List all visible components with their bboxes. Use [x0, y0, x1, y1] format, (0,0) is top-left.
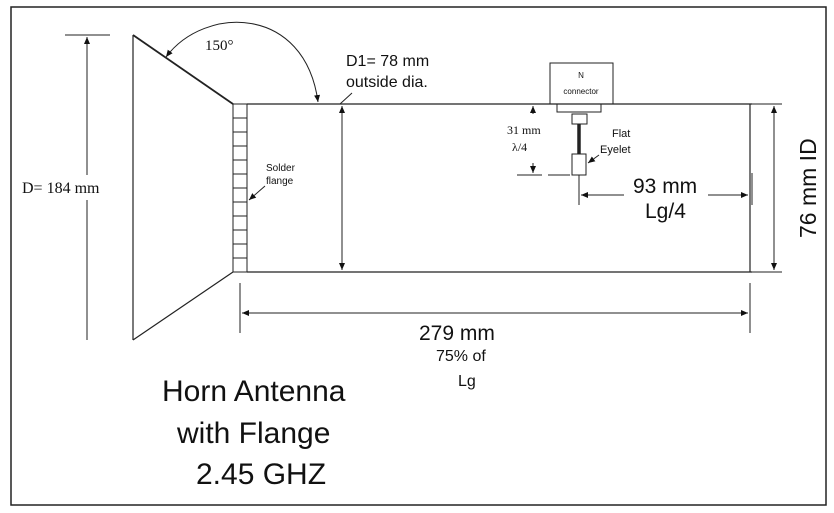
probe-offset-label: 93 mm — [633, 175, 697, 198]
title-line-3: 2.45 GHZ — [196, 458, 326, 491]
eyelet-label-sub: Eyelet — [600, 144, 631, 156]
flat-eyelet — [571, 153, 587, 176]
angle-label: 150° — [205, 38, 234, 54]
length-label: 279 mm — [419, 322, 495, 345]
solder-label-sub: flange — [266, 176, 294, 187]
d-label: D= 184 mm — [22, 180, 100, 197]
d1-leader — [339, 92, 353, 105]
title-line-2: with Flange — [176, 417, 330, 450]
title-line-1: Horn Antenna — [162, 375, 346, 408]
length-label-lg: Lg — [458, 373, 476, 390]
eyelet-leader — [587, 154, 600, 164]
frame-border — [10, 6, 827, 506]
eyelet-label: Flat — [612, 128, 630, 140]
connector-base — [556, 103, 602, 113]
horn-body — [132, 34, 234, 341]
solder-leader — [248, 185, 266, 201]
n-connector — [549, 62, 614, 105]
probe-mount — [571, 113, 588, 125]
solder-label: Solder — [266, 163, 296, 174]
d1-label: D1= 78 mm — [346, 53, 429, 70]
length-label-sub: 75% of — [436, 348, 486, 365]
d1-label-sub: outside dia. — [346, 74, 428, 91]
probe-offset-label-sub: Lg/4 — [645, 200, 686, 223]
waveguide-body — [247, 103, 752, 273]
probe-depth-label: 31 mm — [507, 123, 541, 137]
angle-arc — [165, 21, 321, 103]
connector-label: N — [578, 71, 584, 80]
probe-depth-label-sub: λ/4 — [512, 140, 527, 154]
solder-flange — [232, 103, 248, 273]
inner-diameter-label: 76 mm ID — [795, 138, 821, 238]
connector-label-sub: connector — [563, 87, 598, 96]
